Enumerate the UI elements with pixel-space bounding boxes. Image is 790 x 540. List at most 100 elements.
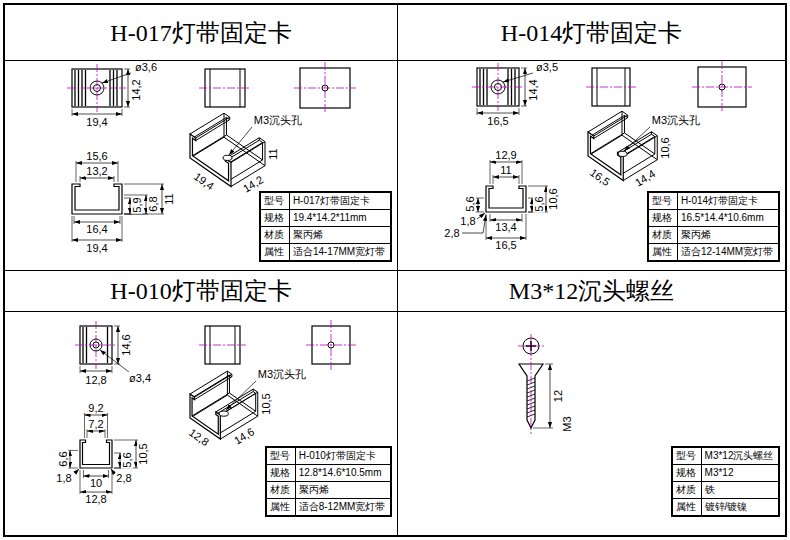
table-key: 材质 xyxy=(267,482,296,499)
extension-line xyxy=(120,216,121,224)
extension-line xyxy=(83,470,84,478)
table-key: 型号 xyxy=(649,193,678,210)
table-value: H-017灯带固定卡 xyxy=(290,193,390,210)
leader-line xyxy=(226,381,256,410)
spec-table: 型号H-014灯带固定卡规格16.5*14.4*10.6mm材质聚丙烯属性适合1… xyxy=(647,191,780,262)
extension-line xyxy=(521,106,527,107)
sheet-frame xyxy=(4,4,786,536)
clip-edge xyxy=(192,375,229,398)
table-value: M3*12沉头螺丝 xyxy=(702,448,778,465)
table-value: 铁 xyxy=(702,482,778,499)
countersunk-hole xyxy=(223,155,232,160)
center-line xyxy=(199,88,251,89)
extension-line xyxy=(519,108,520,115)
extension-line xyxy=(522,160,523,184)
extension-line xyxy=(124,107,130,108)
drawing xyxy=(4,4,786,536)
clip-edge xyxy=(590,115,624,136)
dimension-label: 10 xyxy=(89,477,103,489)
dimension-label: M3 xyxy=(561,415,573,432)
clip-edge xyxy=(216,389,253,412)
countersunk-hole xyxy=(219,411,228,416)
center-line xyxy=(199,345,246,346)
dimension-line xyxy=(490,162,522,163)
dimension-label: 19,4 xyxy=(85,242,108,254)
table-value: 聚丙烯 xyxy=(678,227,778,244)
leader-line xyxy=(477,213,485,219)
extension-line xyxy=(545,364,553,365)
extension-line xyxy=(526,214,527,240)
extension-line xyxy=(476,198,484,199)
table-key: 规格 xyxy=(267,465,296,482)
section-profile xyxy=(80,440,112,468)
leader-line xyxy=(75,469,79,473)
extension-line xyxy=(112,366,113,373)
clip-edge xyxy=(623,136,657,157)
dimension-label: 12 xyxy=(552,389,564,403)
title-band: M3*12沉头螺丝 xyxy=(398,271,785,312)
extension-line xyxy=(490,214,491,222)
hole-mark xyxy=(322,85,328,91)
center-line xyxy=(692,87,752,88)
dimension-label: 1,8 xyxy=(459,215,476,227)
table-value: H-014灯带固定卡 xyxy=(678,193,778,210)
dimension-line xyxy=(80,178,114,179)
dimension-label: 12,8 xyxy=(84,493,107,505)
dimension-line xyxy=(128,69,129,107)
table-value: M3*12 xyxy=(702,465,778,482)
center-line xyxy=(498,63,499,111)
dimension-label: 2,8 xyxy=(115,472,132,484)
dimension-label: 10,6 xyxy=(659,136,671,159)
table-key: 材质 xyxy=(649,227,678,244)
hole-mark xyxy=(719,84,725,90)
table-value: 适合8-12MM宽灯带 xyxy=(296,499,390,515)
leader-line xyxy=(462,233,483,234)
extension-line xyxy=(74,216,75,224)
dimension-line xyxy=(85,415,108,416)
dimension-line xyxy=(70,450,71,468)
table-key: 材质 xyxy=(673,482,702,499)
callout-note: M3沉头孔 xyxy=(651,114,701,126)
edge-line xyxy=(240,69,241,107)
dimension-label: 14,6 xyxy=(120,333,132,356)
dimension-label: 14,4 xyxy=(527,78,539,101)
dimension-label: 19,4 xyxy=(85,116,108,128)
panel-title: H-010灯带固定卡 xyxy=(110,277,291,305)
clip-edge xyxy=(192,135,226,156)
dimension-label: 14,2 xyxy=(130,78,142,101)
extension-line xyxy=(112,470,113,494)
clip-edge xyxy=(195,374,232,397)
dimension-label: 13,2 xyxy=(85,165,108,177)
dimension-line xyxy=(76,163,118,164)
extension-line xyxy=(107,413,108,438)
title-band: H-010灯带固定卡 xyxy=(5,271,397,312)
center-line xyxy=(96,321,97,369)
clip-edge xyxy=(590,133,624,154)
center-line xyxy=(531,334,532,434)
table-key: 属性 xyxy=(649,244,678,260)
extension-line xyxy=(124,184,164,185)
extension-line xyxy=(522,214,523,222)
dimension-label: 2,8 xyxy=(443,227,460,239)
extension-line xyxy=(84,413,85,438)
extension-line xyxy=(114,326,120,327)
extension-line xyxy=(122,109,123,116)
drawing-panel: H-010灯带固定卡型号H-010灯带固定卡规格12.8*14.6*10.5mm… xyxy=(4,270,398,536)
panel-title: H-014灯带固定卡 xyxy=(501,19,682,47)
extension-line xyxy=(519,175,520,184)
dimension-label: ø3,6 xyxy=(134,61,158,73)
table-key: 规格 xyxy=(649,210,678,227)
extension-line xyxy=(122,216,123,242)
dimension-label: 5,6 xyxy=(121,451,133,468)
dimension-label: 11 xyxy=(267,147,279,160)
dimension-label: 16,5 xyxy=(494,239,517,251)
leader-line xyxy=(483,215,486,233)
spec-table: 型号H-010灯带固定卡规格12.8*14.6*10.5mm材质聚丙烯属性适合8… xyxy=(265,446,392,517)
dimension-label: 11 xyxy=(163,192,175,205)
extension-line xyxy=(76,161,77,182)
extension-line xyxy=(72,216,73,242)
clip-edge xyxy=(231,142,265,163)
table-key: 规格 xyxy=(261,210,290,227)
table-value: 聚丙烯 xyxy=(290,227,390,244)
